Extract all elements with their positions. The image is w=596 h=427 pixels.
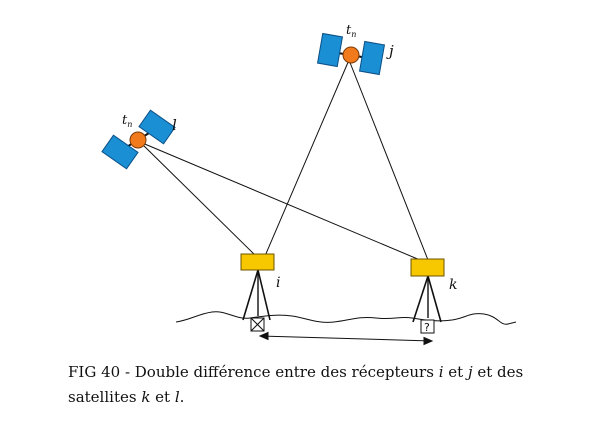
unknown-position-mark: ?	[424, 321, 430, 334]
solar-panel-right	[358, 40, 386, 76]
solar-panel-left	[316, 32, 344, 68]
signal-line-l-to-i	[139, 141, 257, 257]
receiver-label-k: k	[449, 277, 457, 293]
signal-line-l-to-k	[139, 141, 421, 261]
receiver-k: k ?	[410, 258, 457, 334]
ground-marker-k	[420, 319, 435, 334]
satellite-label-l: l	[172, 116, 177, 134]
satellite-label-j: j	[386, 42, 394, 60]
receiver-antenna	[240, 253, 275, 271]
solar-panel-left	[101, 134, 139, 170]
epoch-label-l: tn	[122, 113, 132, 129]
solar-panel-right	[138, 109, 176, 145]
signal-line-j-to-i	[264, 59, 350, 257]
ground-line	[175, 311, 517, 325]
receiver-antenna	[410, 258, 445, 277]
satellite-l: tn l	[101, 109, 177, 170]
epoch-label-j: tn	[346, 23, 356, 39]
baseline-arrow	[258, 331, 434, 346]
signal-line-j-to-k	[348, 59, 429, 261]
receiver-i: i	[240, 253, 280, 332]
satellite-j: tn j	[316, 23, 394, 76]
satellite-body	[129, 131, 147, 149]
signal-lines	[139, 59, 429, 261]
satellite-body	[342, 46, 360, 64]
receiver-label-i: i	[276, 275, 280, 291]
figure-caption: FIG 40 - Double différence entre des réc…	[68, 363, 524, 406]
